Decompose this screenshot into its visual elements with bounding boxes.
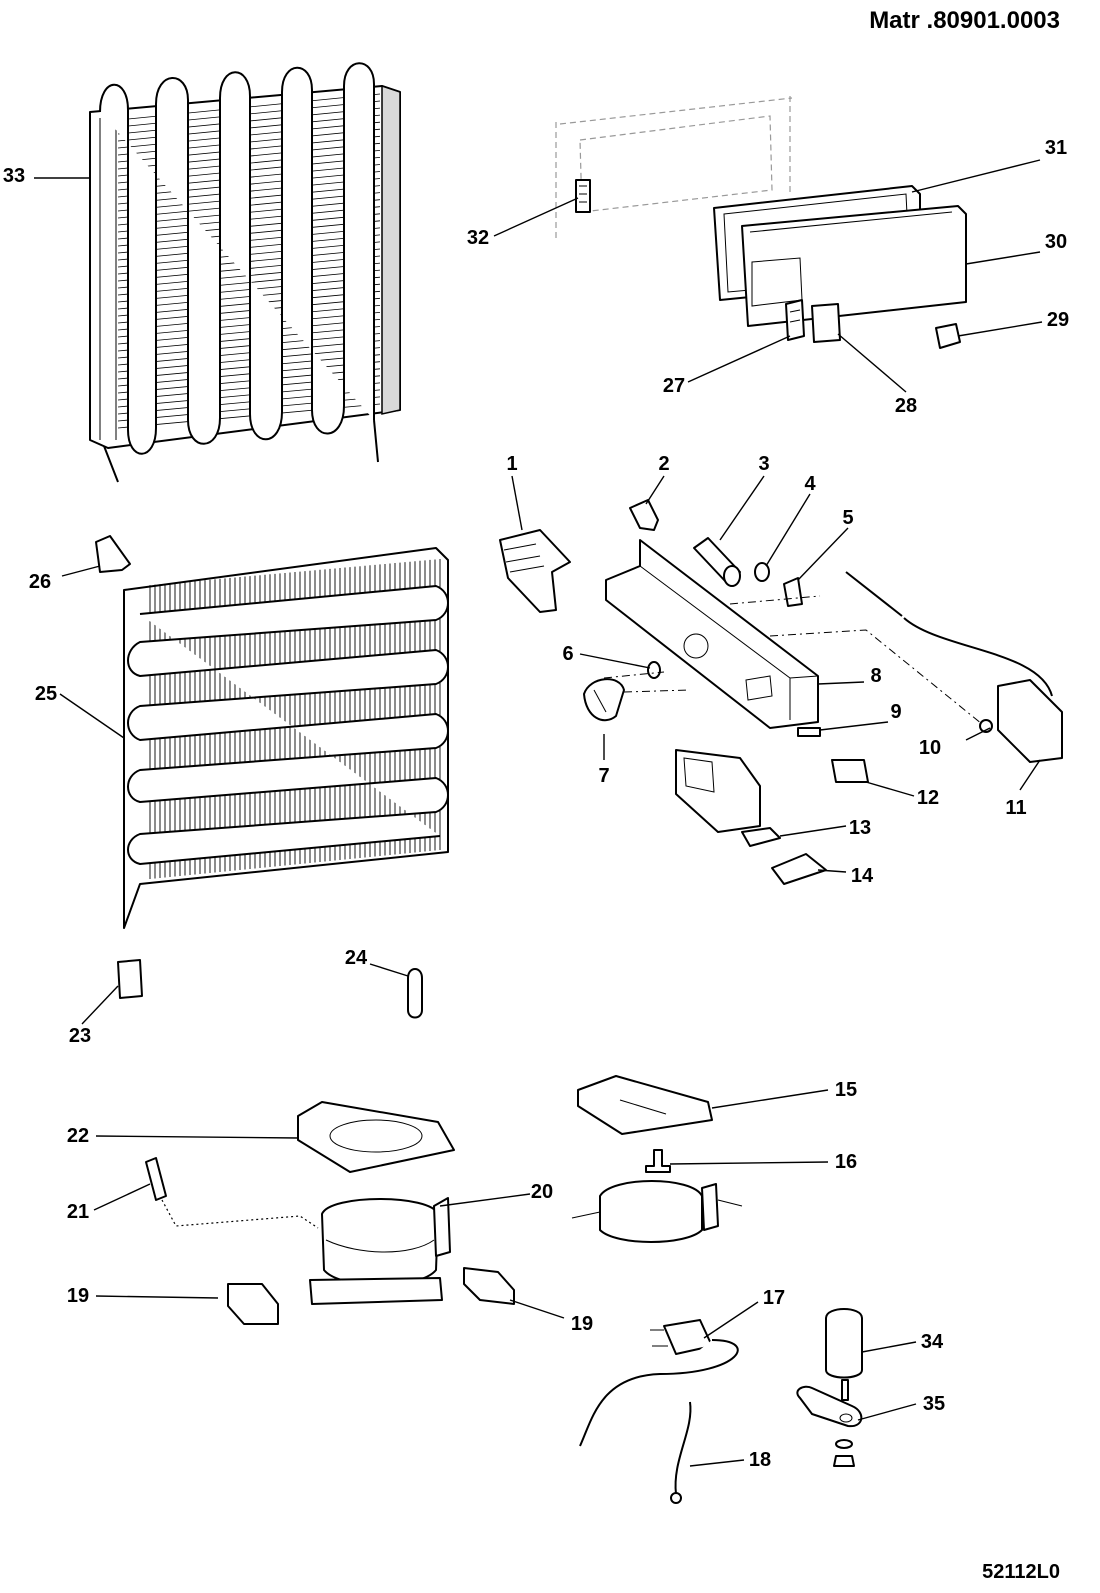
part-30-light-housing — [741, 205, 967, 327]
part-capillary-tube — [845, 571, 1053, 697]
callout-7: 7 — [598, 765, 609, 787]
callout-26: 26 — [29, 571, 51, 593]
part-1-thermostat-bracket — [499, 529, 571, 613]
part-22-compressor-base — [297, 1101, 455, 1173]
callout-6: 6 — [562, 643, 573, 665]
part-25-condenser-lower — [123, 547, 449, 929]
part-28-lamp-switch — [811, 303, 841, 343]
tube-21-guide — [161, 1199, 319, 1229]
part-19-rubber-pad-right — [463, 1267, 515, 1305]
callout-16: 16 — [835, 1151, 857, 1173]
callout-5: 5 — [842, 507, 853, 529]
callout-30: 30 — [1045, 231, 1067, 253]
callout-8: 8 — [870, 665, 881, 687]
callout-33: 33 — [3, 165, 25, 187]
part-8-thermostat-housing — [605, 539, 819, 729]
part-9-small-clip — [797, 727, 821, 737]
callout-14: 14 — [851, 865, 874, 887]
callout-2: 2 — [658, 453, 669, 475]
callout-31: 31 — [1045, 137, 1067, 159]
callout-24: 24 — [345, 947, 368, 969]
callout-27: 27 — [663, 375, 685, 397]
part-13-lamp-cover — [675, 749, 761, 833]
part-17-power-cord — [579, 1319, 739, 1447]
callout-3: 3 — [758, 453, 769, 475]
part-compressor-alt — [571, 1180, 743, 1243]
callout-1: 1 — [506, 453, 517, 475]
callout-labels: 1 2 3 4 5 6 7 8 9 10 11 12 13 14 15 16 1… — [3, 137, 1069, 1471]
callout-18: 18 — [749, 1449, 771, 1471]
part-14-lamp-lens — [771, 853, 827, 885]
callout-20: 20 — [531, 1181, 553, 1203]
callout-23: 23 — [69, 1025, 91, 1047]
part-23-grommet — [117, 959, 143, 999]
part-35-mount-bracket — [796, 1385, 863, 1467]
part-33-condenser-upper — [89, 62, 401, 483]
callout-21: 21 — [67, 1201, 89, 1223]
callout-29: 29 — [1047, 309, 1069, 331]
part-3-lamp-socket — [693, 537, 741, 587]
part-4-washer — [754, 562, 770, 582]
part-34-relay — [825, 1308, 863, 1401]
callout-15: 15 — [835, 1079, 857, 1101]
callout-19-left: 19 — [67, 1285, 89, 1307]
callout-19-right: 19 — [571, 1313, 593, 1335]
part-18-ground-wire — [670, 1401, 692, 1504]
callout-10: 10 — [919, 737, 941, 759]
drawing-code-header: Matr .80901.0003 — [869, 7, 1060, 34]
part-20-compressor — [309, 1197, 451, 1305]
part-29-switch-button — [935, 323, 961, 349]
callout-34: 34 — [921, 1331, 944, 1353]
leader-lines — [34, 159, 1043, 1467]
part-26-bracket — [95, 535, 131, 573]
callout-12: 12 — [917, 787, 939, 809]
part-2-screw — [629, 499, 659, 531]
part-32-switch-clip — [575, 179, 591, 213]
part-21-tube — [145, 1157, 167, 1201]
callout-11: 11 — [1005, 797, 1026, 819]
callout-28: 28 — [895, 395, 917, 417]
part-7-thermostat-knob — [583, 678, 625, 722]
callout-9: 9 — [890, 701, 901, 723]
callout-32: 32 — [467, 227, 489, 249]
callout-17: 17 — [763, 1287, 785, 1309]
callout-22: 22 — [67, 1125, 89, 1147]
part-5-clip — [783, 577, 803, 607]
part-6-bulb — [647, 661, 661, 679]
part-16-bolt — [645, 1149, 671, 1173]
callout-4: 4 — [804, 473, 816, 495]
callout-13: 13 — [849, 817, 871, 839]
part-19-rubber-pad-left — [227, 1283, 279, 1325]
part-11-sensor-block — [997, 679, 1063, 763]
part-24-filter-drier — [407, 968, 423, 1019]
part-15-cover-plate — [577, 1075, 713, 1135]
callout-35: 35 — [923, 1393, 945, 1415]
part-13-connector — [741, 827, 781, 847]
part-27-lamp-holder — [785, 299, 805, 341]
part-12-switch — [831, 759, 869, 783]
assembly-guide-lines — [603, 595, 983, 725]
drawing-code-footer: 52112L0 — [982, 1561, 1060, 1583]
callout-25: 25 — [35, 683, 57, 705]
